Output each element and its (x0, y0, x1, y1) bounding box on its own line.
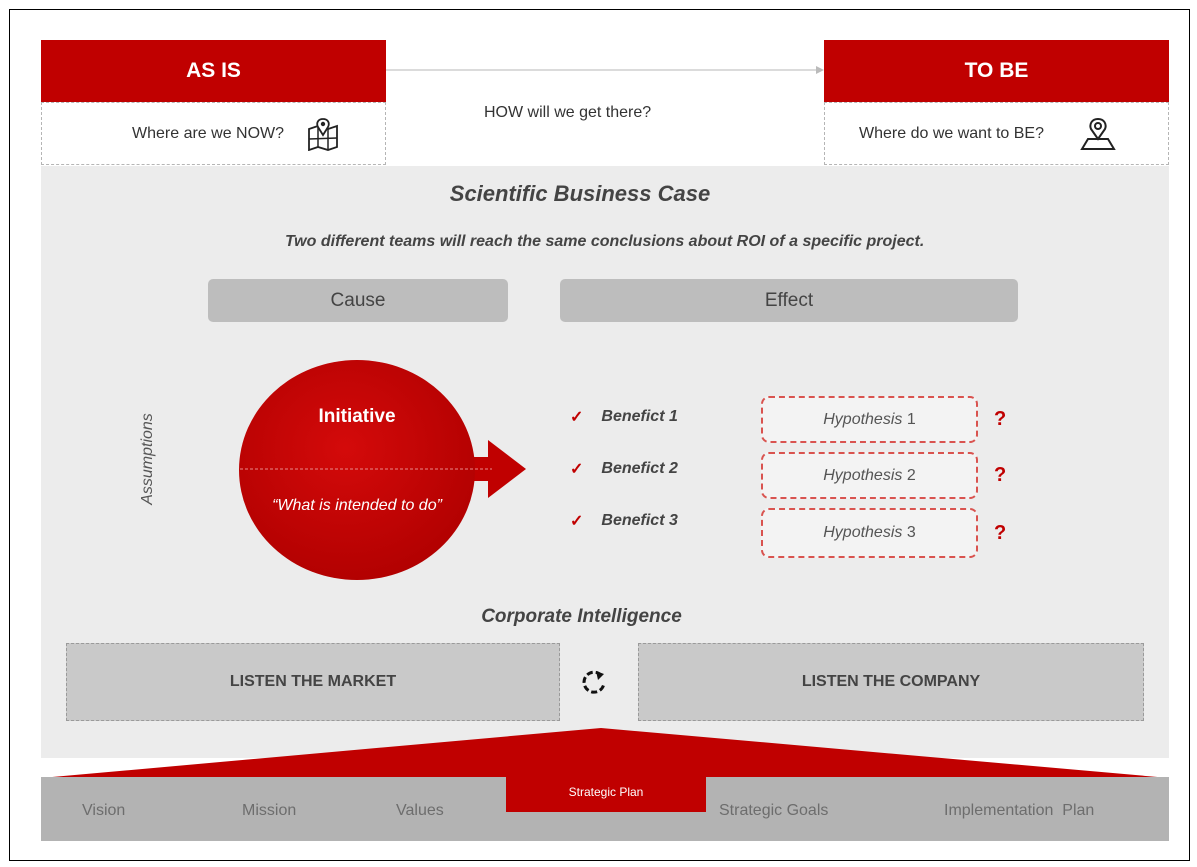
business-case-title: Scientific Business Case (449, 181, 711, 206)
hypothesis-number: 3 (906, 524, 916, 541)
footer-item-vision: Vision (82, 802, 126, 819)
to-be-question: Where do we want to BE? (859, 124, 1044, 142)
footer-item-implementation-plan: Implementation Plan (944, 802, 1095, 819)
strategic-plan-tab: Strategic Plan (506, 776, 706, 812)
location-pin-icon (1078, 117, 1118, 151)
listen-market-box: LISTEN THE MARKET (66, 643, 560, 721)
cause-label: Cause (208, 279, 508, 322)
hypothesis-word: Hypothesis (823, 466, 903, 484)
as-is-question: Where are we NOW? (132, 124, 285, 142)
check-icon: ✓ (570, 461, 584, 478)
benefit-item: ✓ Benefict 1 (570, 407, 678, 427)
benefit-item: ✓ Benefict 2 (570, 459, 678, 479)
footer-item-strategic-goals: Strategic Goals (719, 802, 829, 819)
check-icon: ✓ (570, 513, 584, 530)
initiative-title: Initiative (318, 406, 396, 427)
assumptions-label: Assumptions (139, 413, 156, 505)
footer-item-values: Values (396, 802, 444, 819)
effect-text: Effect (764, 289, 814, 311)
initiative-graphic (239, 360, 526, 580)
progress-arrow (386, 66, 824, 74)
hypothesis-word: Hypothesis (823, 524, 903, 541)
hypothesis-word: Hypothesis (823, 410, 903, 428)
hypothesis-number: 1 (906, 410, 916, 428)
to-be-question-box: Where do we want to BE? (824, 102, 1169, 165)
benefit-item: ✓ Benefict 3 (570, 511, 678, 531)
as-is-title: AS IS (186, 59, 241, 82)
question-mark: ? (994, 464, 1007, 486)
slide-frame (9, 9, 1190, 861)
as-is-header: AS IS (41, 40, 386, 102)
hypothesis-box: Hypothesis 1 (761, 396, 978, 443)
listen-market-label: LISTEN THE MARKET (229, 673, 397, 690)
hypothesis-box: Hypothesis 2 (761, 452, 978, 499)
benefit-label: Benefict 1 (601, 408, 678, 425)
to-be-header: TO BE (824, 40, 1169, 102)
listen-company-box: LISTEN THE COMPANY (638, 643, 1144, 721)
strategic-plan-label: Strategic Plan (568, 785, 644, 799)
cause-text: Cause (330, 289, 386, 311)
cycle-icon (579, 668, 609, 703)
roof-shape (41, 728, 1169, 778)
check-icon: ✓ (570, 409, 584, 426)
to-be-title: TO BE (964, 59, 1029, 82)
how-question: HOW will we get there? (484, 104, 652, 121)
question-mark: ? (994, 408, 1007, 430)
footer-item-mission: Mission (242, 802, 297, 819)
effect-label: Effect (560, 279, 1018, 322)
hypothesis-number: 2 (906, 466, 916, 484)
as-is-question-box: Where are we NOW? (41, 102, 386, 165)
initiative-description: “What is intended to do” (272, 497, 442, 514)
hypothesis-box: Hypothesis 3 (761, 508, 978, 558)
benefit-label: Benefict 2 (601, 460, 678, 477)
corporate-intelligence-title: Corporate Intelligence (481, 606, 682, 627)
question-mark: ? (994, 522, 1007, 544)
business-case-subtitle: Two different teams will reach the same … (285, 233, 925, 250)
map-pin-map-icon (306, 117, 340, 151)
listen-company-label: LISTEN THE COMPANY (801, 673, 981, 690)
benefit-label: Benefict 3 (601, 512, 678, 529)
